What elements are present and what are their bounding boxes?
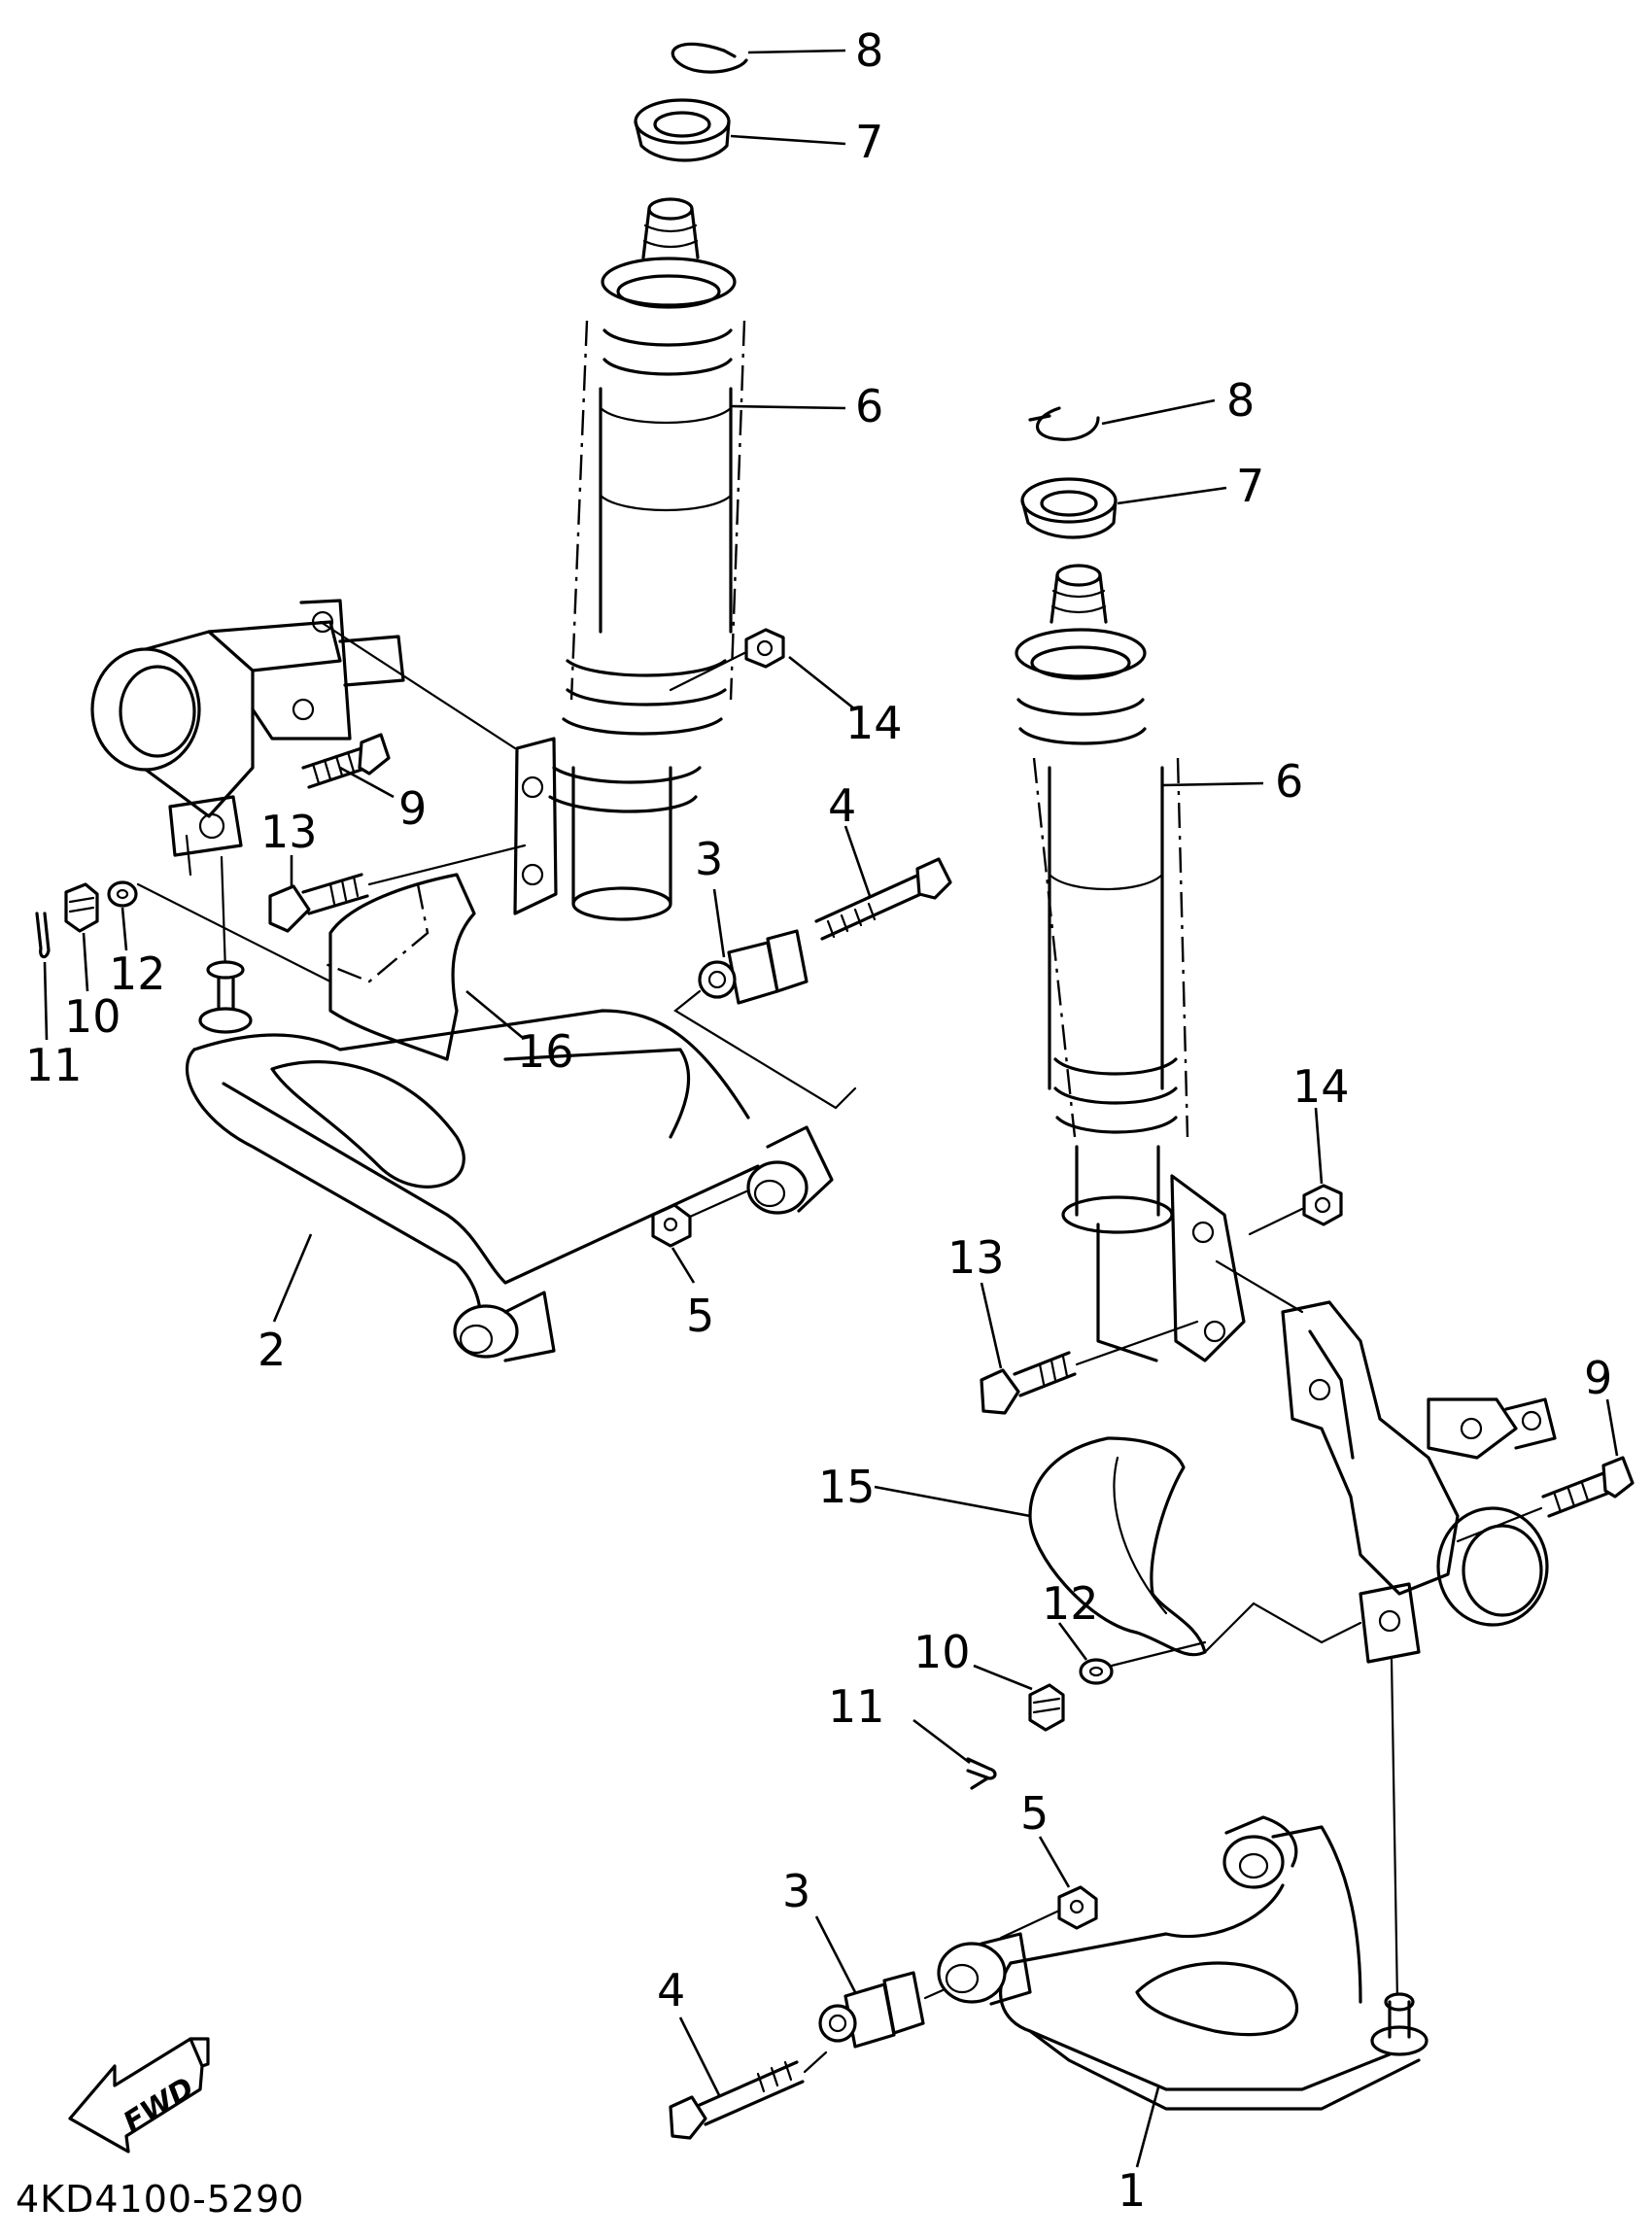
leader-l4 bbox=[843, 825, 872, 897]
callout-left-12: 12 bbox=[109, 948, 166, 1000]
callout-right-12: 12 bbox=[1042, 1577, 1099, 1630]
diagram-code: 4KD4100-5290 bbox=[16, 2178, 304, 2221]
leader-l14 bbox=[788, 655, 856, 711]
callout-right-1: 1 bbox=[1118, 2164, 1146, 2217]
callout-left-16: 16 bbox=[517, 1025, 574, 1078]
left-circlip-8 bbox=[671, 42, 748, 74]
right-cotter-pin-11 bbox=[966, 1757, 997, 1790]
callout-left-7: 7 bbox=[855, 116, 883, 168]
leader-l16 bbox=[465, 989, 524, 1040]
leader-l9 bbox=[339, 766, 395, 799]
callout-left-8: 8 bbox=[855, 24, 883, 77]
leader-r13 bbox=[980, 1282, 1003, 1369]
right-spring-seat-7 bbox=[1020, 477, 1118, 539]
leader-r4 bbox=[678, 2016, 721, 2096]
right-circlip-8 bbox=[1028, 406, 1100, 441]
left-bolt-9 bbox=[301, 733, 391, 789]
right-nut-5 bbox=[1057, 1885, 1098, 1930]
leader-r6 bbox=[1161, 781, 1264, 787]
callout-left-5: 5 bbox=[686, 1290, 714, 1342]
callout-left-10: 10 bbox=[64, 990, 121, 1043]
right-bolt-4 bbox=[669, 2060, 805, 2140]
right-washer-12 bbox=[1079, 1658, 1114, 1685]
leader-l11 bbox=[43, 961, 49, 1041]
left-cotter-pin-11 bbox=[35, 912, 51, 959]
right-nut-14 bbox=[1302, 1184, 1343, 1226]
callout-right-15: 15 bbox=[818, 1461, 876, 1513]
left-guard-16 bbox=[320, 873, 476, 1061]
callout-right-7: 7 bbox=[1236, 460, 1264, 512]
callout-left-6: 6 bbox=[855, 380, 883, 432]
leader-l10 bbox=[82, 932, 89, 992]
right-castle-nut-10 bbox=[1028, 1683, 1065, 1732]
leader-r12 bbox=[1057, 1622, 1088, 1661]
right-steering-knuckle bbox=[1281, 1300, 1557, 1664]
left-shock-absorber-6 bbox=[513, 197, 746, 921]
callout-right-14: 14 bbox=[1292, 1060, 1350, 1113]
leader-r7 bbox=[1117, 486, 1227, 505]
callout-right-8: 8 bbox=[1226, 374, 1255, 427]
leader-r15 bbox=[874, 1485, 1031, 1518]
callout-left-14: 14 bbox=[845, 697, 903, 749]
leader-l8 bbox=[747, 49, 846, 54]
callout-right-10: 10 bbox=[913, 1626, 971, 1678]
left-nut-5 bbox=[651, 1203, 692, 1248]
callout-right-9: 9 bbox=[1584, 1352, 1612, 1404]
leader-r11 bbox=[912, 1718, 971, 1765]
leader-r3 bbox=[814, 1915, 857, 1993]
callout-left-9: 9 bbox=[398, 782, 427, 835]
leader-r5 bbox=[1038, 1836, 1071, 1888]
left-castle-nut-10 bbox=[64, 882, 99, 933]
leader-r9 bbox=[1605, 1398, 1619, 1457]
callout-right-3: 3 bbox=[782, 1865, 810, 1917]
fwd-arrow-icon: FWD bbox=[68, 2037, 210, 2154]
left-steering-knuckle bbox=[90, 599, 405, 857]
callout-left-2: 2 bbox=[258, 1324, 286, 1376]
right-shock-absorber-6 bbox=[1015, 564, 1246, 1362]
leader-l6 bbox=[730, 404, 846, 410]
leader-l2 bbox=[272, 1233, 313, 1323]
leader-l7 bbox=[730, 134, 846, 146]
left-washer-12 bbox=[107, 880, 138, 908]
leader-r10 bbox=[973, 1664, 1033, 1691]
left-bushing-3 bbox=[698, 929, 809, 1005]
leader-l5 bbox=[671, 1247, 696, 1284]
leader-r1 bbox=[1135, 2086, 1160, 2168]
right-bolt-9 bbox=[1541, 1456, 1635, 1518]
right-bushing-3 bbox=[818, 1971, 925, 2049]
right-lower-arm-1 bbox=[937, 1815, 1428, 2111]
right-bolt-13 bbox=[980, 1351, 1077, 1415]
callout-left-13: 13 bbox=[260, 806, 318, 858]
left-bolt-4 bbox=[814, 857, 952, 941]
callout-right-13: 13 bbox=[947, 1231, 1005, 1284]
callout-left-11: 11 bbox=[25, 1039, 83, 1091]
leader-l3 bbox=[712, 888, 726, 958]
callout-left-3: 3 bbox=[695, 833, 723, 885]
left-lower-arm-2 bbox=[185, 960, 834, 1362]
left-spring-seat-7 bbox=[634, 98, 731, 162]
left-bolt-13 bbox=[268, 873, 369, 933]
leader-r8 bbox=[1101, 398, 1216, 426]
left-nut-14 bbox=[744, 628, 785, 669]
leader-l12 bbox=[120, 907, 128, 951]
leader-r14 bbox=[1314, 1107, 1324, 1185]
callout-left-4: 4 bbox=[828, 779, 856, 832]
callout-right-6: 6 bbox=[1275, 755, 1303, 808]
callout-right-11: 11 bbox=[828, 1680, 885, 1733]
callout-right-5: 5 bbox=[1020, 1787, 1049, 1840]
callout-right-4: 4 bbox=[657, 1964, 685, 2016]
